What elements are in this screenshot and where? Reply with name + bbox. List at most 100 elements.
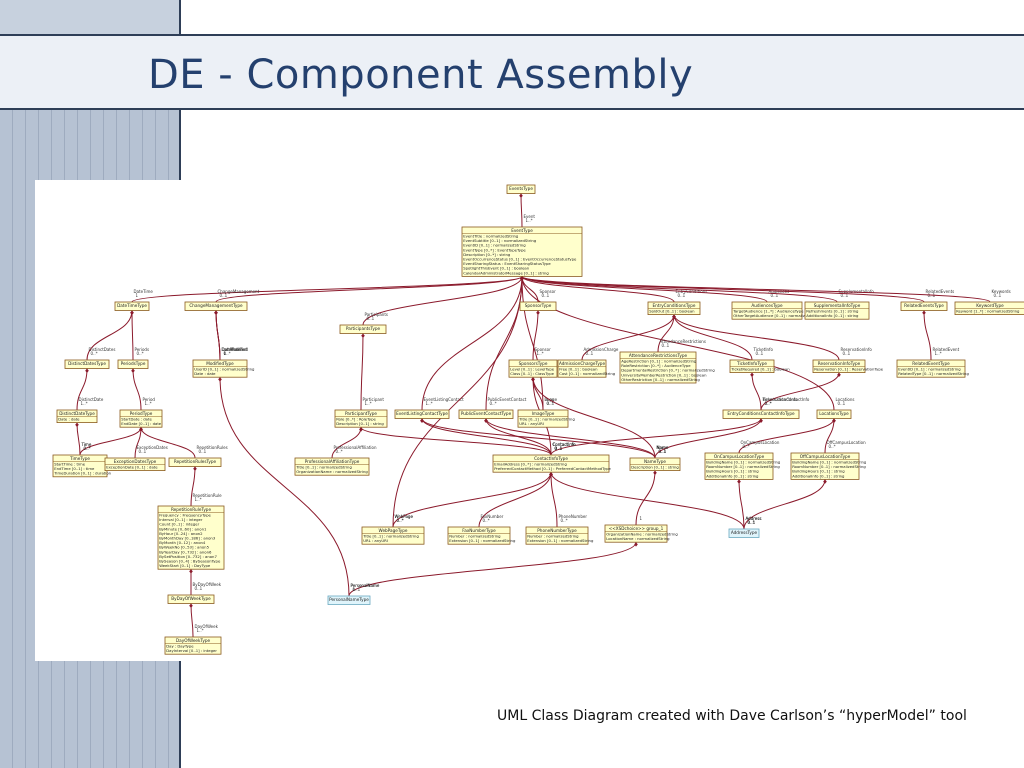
association-multiplicity: 0..1 <box>555 446 563 451</box>
class-box <box>900 301 948 311</box>
class-name: RepetitionRuleType <box>171 507 212 512</box>
class-name: TicketInfoType <box>736 361 767 366</box>
class-box <box>119 409 163 428</box>
association-role-label: Locations <box>836 397 855 402</box>
association-line <box>485 276 523 411</box>
aggregation-diamond <box>484 418 488 423</box>
association-multiplicity: 0..1 <box>928 293 936 298</box>
association-role-label: Periods <box>135 347 150 352</box>
aggregation-diamond <box>531 377 535 382</box>
class-name: ProfessionalAffiliationType <box>305 459 360 464</box>
association-line <box>79 427 142 456</box>
association-line <box>751 372 762 411</box>
association-line <box>421 276 523 411</box>
class-name: ModifiedType <box>206 361 234 366</box>
association-line <box>550 472 745 530</box>
class-box <box>361 526 425 545</box>
class-locations-type: LocationsType <box>816 409 852 419</box>
class-attribute: Keyword [1..*] : normalizedString <box>956 309 1020 314</box>
class-name: <<XSDchoice>> group_1 <box>609 526 664 531</box>
association-role-label: Name <box>657 445 669 450</box>
class-name: SponsorType <box>525 303 552 308</box>
class-box <box>492 454 610 473</box>
association-line <box>654 418 762 459</box>
association-multiplicity: 1..* <box>537 351 544 356</box>
association-multiplicity: 1 <box>640 516 643 521</box>
association-role-label: ExceptionDates <box>137 445 168 450</box>
association-line <box>550 418 762 456</box>
association-role-label: ContactInfo <box>553 442 577 447</box>
association-multiplicity: 0..* <box>547 401 554 406</box>
association-role-label: AdmissionCharge <box>584 347 619 352</box>
association-multiplicity: 0..1 <box>748 520 756 525</box>
class-box <box>896 359 966 378</box>
class-name: AudiencesType <box>751 303 783 308</box>
association-multiplicity: 0..1 <box>367 316 375 321</box>
association-multiplicity: 1..* <box>365 401 372 406</box>
class-box <box>461 226 583 277</box>
class-attribute: Description [0..*] : string <box>463 252 511 257</box>
class-attribute: OrganizationName : normalizedString <box>606 532 678 537</box>
association-role-label: ReservationInfo <box>841 347 873 352</box>
association-line <box>923 310 932 361</box>
association-multiplicity: 0..1 <box>139 449 147 454</box>
class-name: ParticipantsType <box>346 326 381 331</box>
association-multiplicity: 0..1 <box>353 587 361 592</box>
class-attribute: EventSharingStatus : EventSharingStatusT… <box>463 261 551 266</box>
association-multiplicity: 0..1 <box>555 446 563 451</box>
association-multiplicity: 0..1 <box>659 449 667 454</box>
association-role-label: PublicEventContact <box>488 397 527 402</box>
class-distinct-dates-type: DistinctDatesType <box>64 359 110 369</box>
class-attribute: TicketRequired [0..1] : boolean <box>730 367 790 372</box>
class-attribute: Number : normalizedString <box>527 534 579 539</box>
association-role-label: Period <box>143 397 156 402</box>
association-role-label: AttendanceRestrictions <box>660 339 706 344</box>
association-multiplicity: 0..1 <box>771 293 779 298</box>
association-line <box>760 372 840 411</box>
class-name: RepetitionRulesType <box>174 459 217 464</box>
class-name: DistinctDateType <box>59 411 95 416</box>
class-attribute: AgeRestriction [0..1] : normalizedString <box>621 359 697 364</box>
association-multiplicity: 0..1 <box>555 446 563 451</box>
class-address-type: AddressType <box>728 528 760 538</box>
association-role-label: Name <box>657 445 669 450</box>
class-name: PersonalNameType <box>329 597 369 602</box>
association-line <box>362 276 523 326</box>
association-line <box>550 472 558 528</box>
association-role-label: DistinctDates <box>89 347 116 352</box>
class-box <box>192 359 248 378</box>
association-multiplicity: 0..* <box>336 449 343 454</box>
association-multiplicity: 0..1 <box>547 401 555 406</box>
class-attribute: EventOccurrenceStatus [0..1] : EventOccu… <box>463 257 577 262</box>
class-name: OffCampusLocationType <box>800 454 851 459</box>
class-attribute: Description [0..1] : string <box>336 421 384 426</box>
aggregation-diamond <box>193 466 197 471</box>
aggregation-diamond <box>139 427 143 432</box>
association-multiplicity: 0..* <box>829 444 836 449</box>
association-multiplicity: 0..* <box>748 520 755 525</box>
class-attribute: URL : anyURI <box>363 538 388 543</box>
association-role-label: RepetitionRules <box>197 445 228 450</box>
class-name: DistinctDatesType <box>68 361 106 366</box>
association-multiplicity: 0..1 <box>659 449 667 454</box>
title-band <box>0 34 1024 110</box>
association-multiplicity: 0..* <box>765 401 772 406</box>
association-role-label: Name <box>657 445 669 450</box>
association-line <box>392 472 552 528</box>
association-line <box>521 275 838 303</box>
association-multiplicity: 1 <box>353 587 356 592</box>
aggregation-diamond <box>653 470 657 476</box>
association-multiplicity: 0..1 <box>555 446 563 451</box>
association-multiplicity: 1..* <box>526 218 533 223</box>
association-role-label: DateEntered <box>222 347 248 352</box>
class-name: DateTimeType <box>117 303 147 308</box>
